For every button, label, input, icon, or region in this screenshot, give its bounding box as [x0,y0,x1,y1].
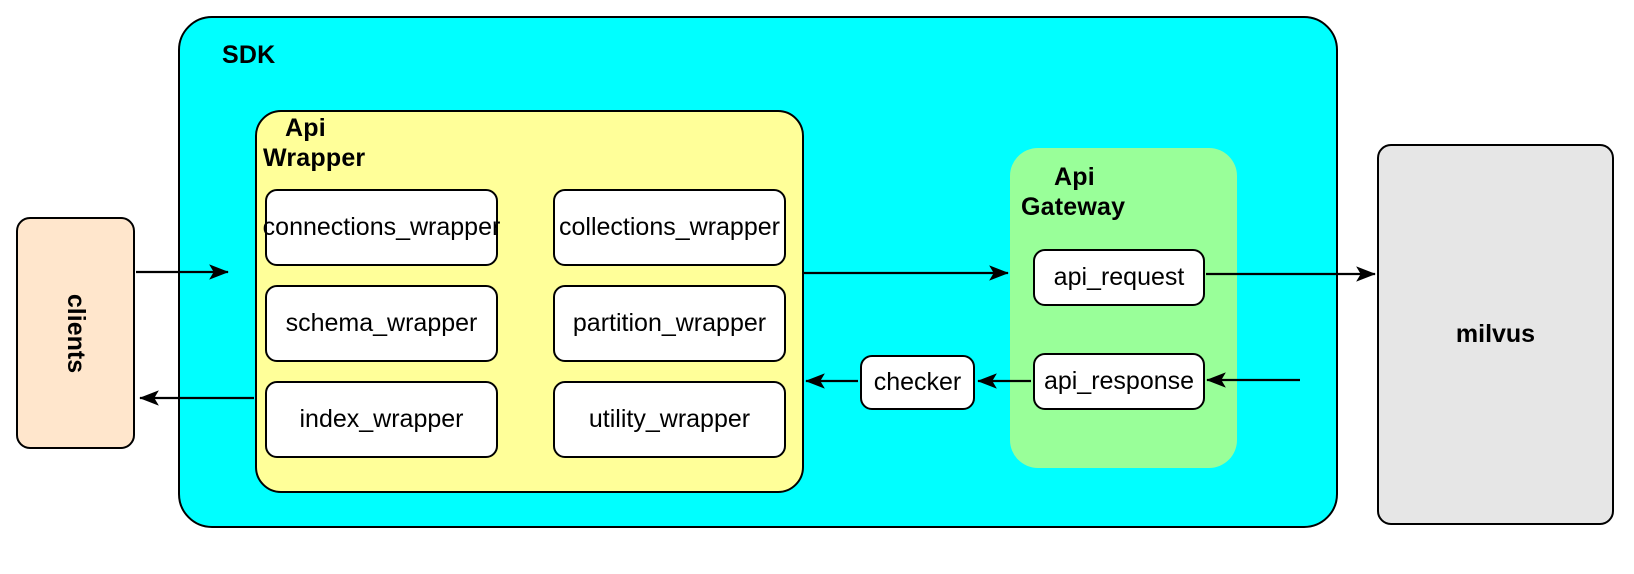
group-sdk-label: SDK [222,41,276,69]
node-checker[interactable]: checker [860,355,975,410]
node-collections-wrapper[interactable]: collections_wrapper [553,189,786,266]
group-api-wrapper-label-line1: Api [285,114,326,142]
group-api-gateway[interactable] [1010,148,1237,468]
node-index-wrapper[interactable]: index_wrapper [265,381,498,458]
node-partition-wrapper[interactable]: partition_wrapper [553,285,786,362]
node-utility-wrapper[interactable]: utility_wrapper [553,381,786,458]
node-api-request[interactable]: api_request [1033,249,1205,306]
node-milvus[interactable]: milvus [1377,144,1614,525]
group-api-gateway-label-line2: Gateway [1021,193,1126,221]
node-schema-wrapper[interactable]: schema_wrapper [265,285,498,362]
group-api-gateway-label-line1: Api [1054,163,1095,191]
node-clients-label: clients [61,293,90,373]
node-api-response[interactable]: api_response [1033,353,1205,410]
node-clients[interactable]: clients [16,217,135,449]
node-connections-wrapper[interactable]: connections_wrapper [263,189,500,266]
group-api-wrapper-label-line2: Wrapper [263,144,366,172]
